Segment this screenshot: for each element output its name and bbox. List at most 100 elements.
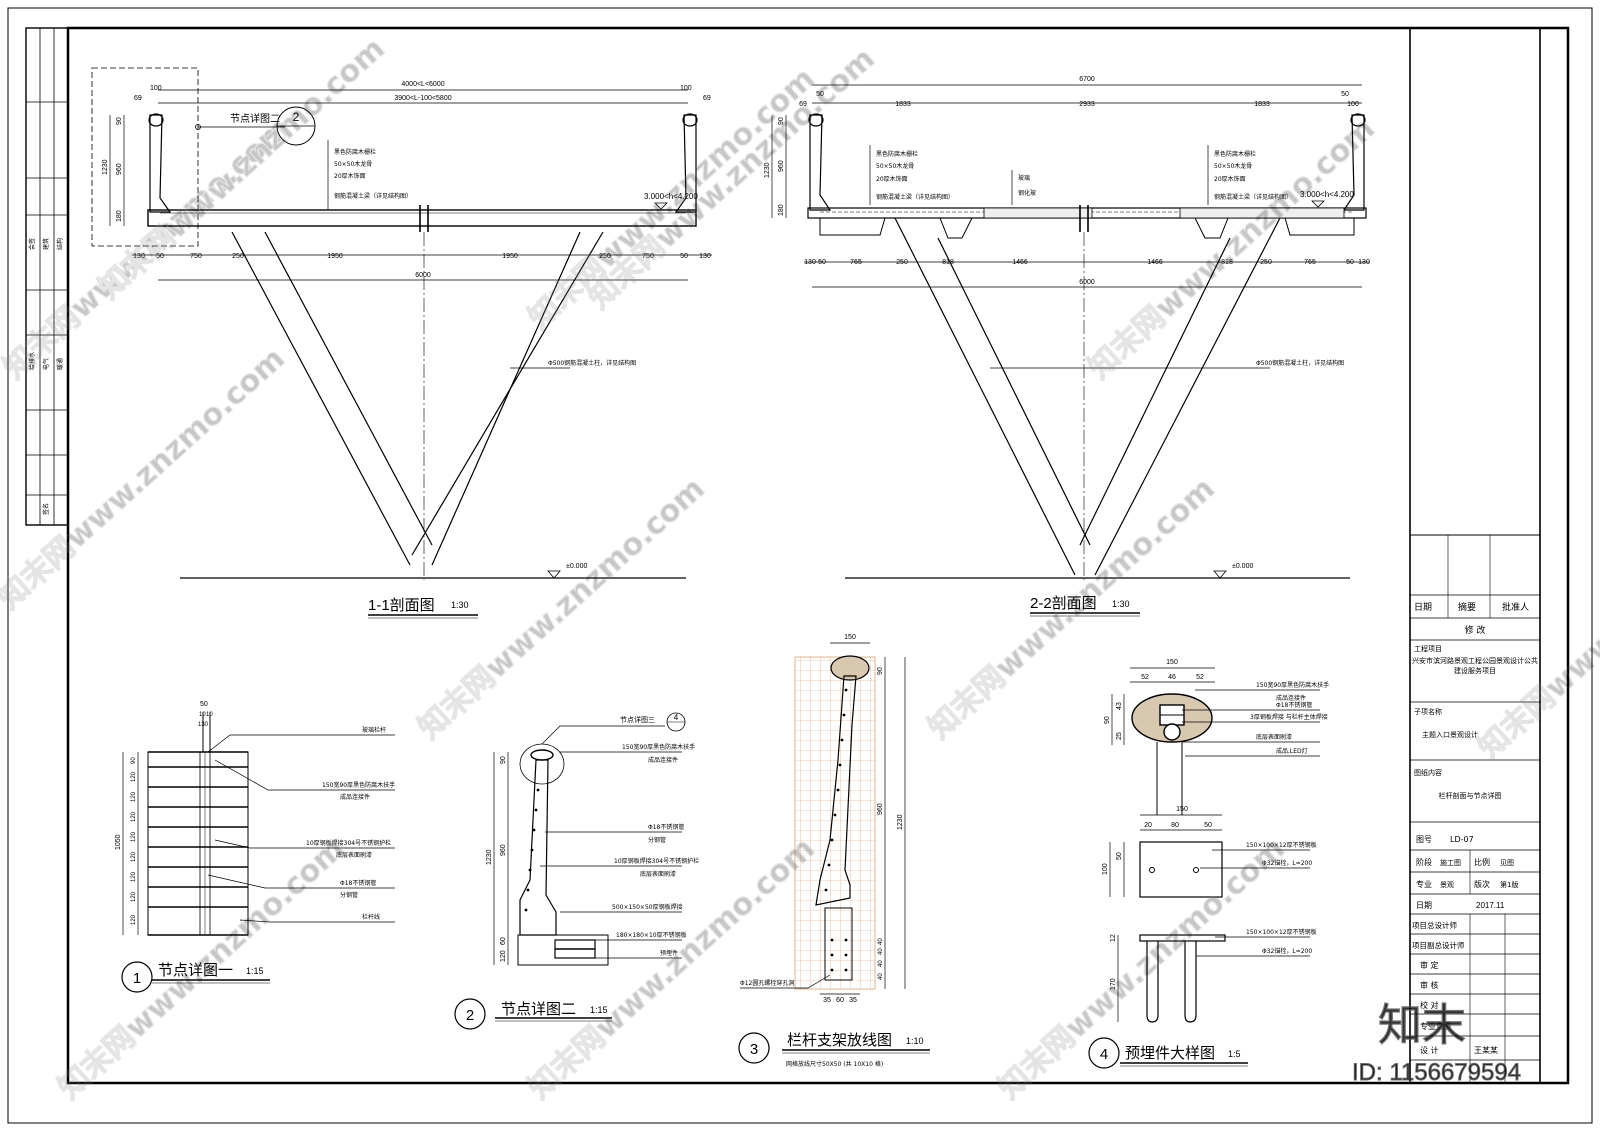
callout-box xyxy=(91,67,199,247)
s1-dim-left-b: 100 xyxy=(150,85,162,92)
d3-dim-top: 150 xyxy=(844,634,856,641)
watermark-5: 知末网www.znzmo.com xyxy=(0,341,292,616)
d4-note-plan-1: Φ32锚栓，L=200 xyxy=(1262,859,1312,867)
d2-note-0: 150宽90厚黑色防腐木扶手 xyxy=(622,743,695,751)
d4-note-top-2: Φ18不锈钢管 xyxy=(1276,701,1312,709)
d2-num: 2 xyxy=(466,1007,474,1024)
watermark-1: 知末网www.znzmo.com xyxy=(92,31,392,306)
d1-dim-vert-2: 120 xyxy=(131,791,137,802)
d4-dim-left-1: 43 xyxy=(1116,702,1123,710)
tb-row-1-label: 阶段 xyxy=(1416,857,1432,867)
s2-note-m-0: 玻璃 xyxy=(1018,174,1030,182)
s2-dim-top-seg-5: 50 xyxy=(1341,91,1349,98)
s1-dim-b-2: 750 xyxy=(190,253,202,260)
d4-note-elev-0: 150×100×12厚不锈钢板 xyxy=(1246,928,1317,936)
s1-dim-total: 6000 xyxy=(415,272,431,279)
d3-num: 3 xyxy=(750,1041,758,1058)
d2-note-8: 预埋件 xyxy=(660,949,678,957)
s2-dim-b-9: 765 xyxy=(1304,259,1316,266)
d4-dim-plan-left-1: 100 xyxy=(1102,863,1109,875)
d2-title: 节点详图二 xyxy=(501,1001,576,1018)
tb-row-3-label: 日期 xyxy=(1416,901,1432,910)
side-strip-label-5: 暖通 xyxy=(56,358,64,370)
tb-sign-0: 项目总设计师 xyxy=(1412,920,1457,930)
d3-dim-vert-4: 40 xyxy=(878,960,884,967)
d2-scale: 1:15 xyxy=(590,1005,608,1015)
s2-dim-b-11: 130 xyxy=(1358,259,1370,266)
d1-note-4: 底层表面刷漆 xyxy=(336,851,372,859)
d3-grid-note: 网格放线尺寸50X50 (共 10X10 格) xyxy=(786,1060,883,1068)
d4-title: 预埋件大样图 xyxy=(1125,1045,1215,1062)
s2-note-r-0: 黑色防腐木栅栏 xyxy=(1214,150,1256,158)
d4-dim-plan-seg-2: 50 xyxy=(1204,822,1212,829)
s2-note-l-1: 50×50木龙骨 xyxy=(876,162,914,170)
detail-3: 150 90 960 40 40 40 40 1230 35 60 35 Φ12… xyxy=(738,634,930,1068)
s2-dim-b-1: 50 xyxy=(818,259,826,266)
d4-dim-top-a: 150 xyxy=(1166,659,1178,666)
layout-grid xyxy=(794,656,876,990)
side-strip: 会签 建筑 结构 给排水 电气 暖通 签名 xyxy=(25,27,69,526)
tb-row-2-label: 专业 xyxy=(1416,879,1432,889)
s1-column-note: Φ500钢筋混凝土柱，详见结构图 xyxy=(548,359,636,367)
tb-designer: 王某某 xyxy=(1474,1046,1498,1055)
s2-dim-b-4: 818 xyxy=(942,259,954,266)
side-strip-label-6: 签名 xyxy=(42,503,50,515)
s2-note-l-2: 20厚木饰面 xyxy=(876,175,908,183)
s1-dim-b-3: 250 xyxy=(232,253,244,260)
tb-row-1-value2: 见图 xyxy=(1500,859,1514,867)
s1-note-0: 黑色防腐木栅栏 xyxy=(334,148,376,156)
tb-row-1-value: 施工图 xyxy=(1440,858,1461,867)
watermark-2: 知末网www.znzmo.com xyxy=(522,61,822,336)
d4-note-elev-1: Φ32锚栓，L=200 xyxy=(1262,947,1312,955)
detail-1: 50 10 10 130 1050 90 120 120 120 120 120… xyxy=(115,701,395,993)
d3-dim-b-1: 60 xyxy=(836,997,844,1004)
d1-note-5: Φ18不锈钢管 xyxy=(340,879,376,887)
s1-dim-left-a: 69 xyxy=(134,95,142,102)
d3-scale: 1:10 xyxy=(906,1036,924,1046)
inner-frame xyxy=(66,26,1570,1085)
d4-dim-top-b-1: 46 xyxy=(1168,674,1176,681)
s2-title: 2-2剖面图 xyxy=(1030,595,1097,612)
d4-dim-plan-seg-0: 20 xyxy=(1144,822,1152,829)
d4-dim-plan-seg-1: 80 xyxy=(1171,822,1179,829)
s1-note-1: 50×50木龙骨 xyxy=(334,160,372,168)
s1-v-column xyxy=(231,231,604,580)
d4-note-plan-0: 150×100×12厚不锈钢板 xyxy=(1246,841,1317,849)
d2-note-5: 底层表面刷漆 xyxy=(640,870,676,878)
d4-dim-top-b-0: 52 xyxy=(1141,674,1149,681)
d2-dim-vert-total: 1230 xyxy=(486,849,493,865)
tb-rev-header-2: 批准人 xyxy=(1502,601,1529,613)
s1-dim-b-9: 130 xyxy=(699,253,711,260)
d4-dim-left-0: 90 xyxy=(1104,716,1111,724)
s2-dim-top-seg-2: 1833 xyxy=(895,101,911,108)
d3-dim-vert-5: 40 xyxy=(878,973,884,980)
d3-dim-vert-total: 1230 xyxy=(897,814,904,830)
detail-4: 150 52 46 52 40 90 43 25 150宽90厚黑色防腐木扶手 … xyxy=(1088,659,1329,1069)
d1-dim-vert-3: 120 xyxy=(131,811,137,822)
d1-note-2: 成品连接件 xyxy=(340,793,370,801)
tb-sign-1: 项目副总设计师 xyxy=(1412,940,1465,950)
s2-elev: 3.000<h<4.200 xyxy=(1300,190,1354,199)
d1-dim-vert-7: 120 xyxy=(131,891,137,902)
d4-dim-plan-top: 150 xyxy=(1176,806,1188,813)
d3-dim-b-0: 35 xyxy=(823,997,831,1004)
s1-dim-vert-2: 180 xyxy=(116,210,123,222)
s2-dim-top-seg-3: 2933 xyxy=(1079,101,1095,108)
d4-note-top-1: 成品连接件 xyxy=(1276,694,1306,702)
s2-note-r-2: 20厚木饰面 xyxy=(1214,175,1246,183)
s1-callout-num: 2 xyxy=(293,110,300,124)
s2-dim-vert-total: 1230 xyxy=(764,162,771,178)
d2-callout-num: 4 xyxy=(674,713,679,722)
s2-dim-top-seg-0: 69 xyxy=(799,101,807,108)
d4-note-top-5: 成品,LED灯 xyxy=(1276,747,1308,755)
d1-scale: 1:15 xyxy=(246,966,264,976)
d1-num: 1 xyxy=(133,970,141,987)
d4-dim-plan-left-0: 50 xyxy=(1116,852,1123,860)
tb-row-1-label2: 比例 xyxy=(1474,857,1490,867)
watermark-3: 知末网www.znzmo.com xyxy=(582,41,882,316)
s2-column-note: Φ500钢筋混凝土柱，详见结构图 xyxy=(1256,359,1344,367)
s2-dim-top-seg-6: 100 xyxy=(1347,101,1359,108)
s2-dim-vert-1: 960 xyxy=(778,160,785,172)
d4-dim-left-2: 25 xyxy=(1116,732,1123,740)
